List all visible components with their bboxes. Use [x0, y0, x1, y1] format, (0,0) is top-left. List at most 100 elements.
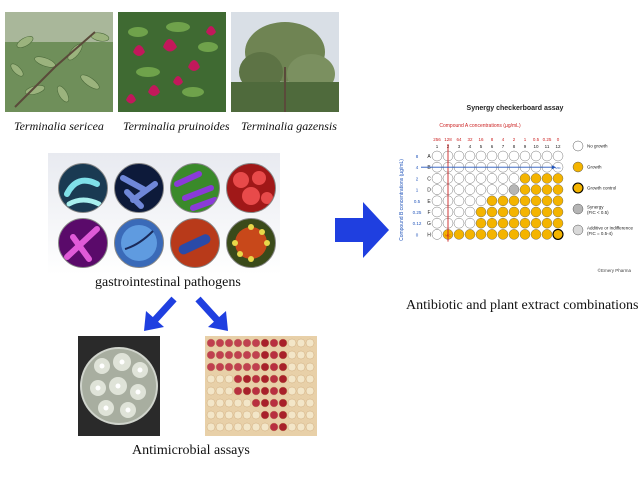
well	[519, 229, 531, 240]
column-number-label: 1	[436, 144, 439, 149]
well	[497, 195, 509, 207]
well	[508, 150, 520, 162]
y-concentration-label: 4	[416, 165, 419, 170]
x-concentration-label: 1	[524, 137, 527, 142]
well	[464, 173, 476, 184]
photo-terminalia-sericea	[5, 12, 113, 112]
well	[486, 229, 498, 240]
row-letter-label: A	[427, 154, 431, 160]
x-concentration-label: 256	[433, 137, 441, 142]
pathogen-image-1	[58, 163, 108, 213]
well	[497, 173, 509, 184]
well	[508, 184, 520, 195]
x-concentration-label: 0.25	[543, 137, 552, 142]
well	[541, 150, 553, 162]
y-concentration-label: 1	[416, 188, 419, 193]
well	[486, 173, 498, 184]
x-concentration-label: 32	[467, 137, 473, 142]
row-letter-label: F	[427, 210, 430, 216]
well	[508, 217, 520, 229]
well	[475, 229, 487, 240]
well	[486, 206, 498, 218]
well	[431, 184, 443, 195]
well	[552, 206, 564, 218]
caption-terminalia-pruinoides: Terminalia pruinoides	[123, 119, 230, 133]
well	[475, 195, 487, 207]
credit-label: ©Emery Pharma	[598, 267, 632, 273]
well	[497, 217, 509, 229]
y-concentration-label: 8	[416, 154, 419, 159]
y-axis-title: Compound B concentrations (µg/mL)	[399, 159, 405, 241]
x-concentration-label: 0	[557, 137, 560, 142]
well	[486, 184, 498, 195]
x-concentration-label: 8	[491, 137, 494, 142]
column-number-label: 10	[533, 144, 539, 149]
pathogen-image-4	[226, 163, 276, 213]
row-letter-label: D	[427, 188, 431, 194]
well	[497, 206, 509, 218]
well	[475, 173, 487, 184]
pathogen-image-5	[58, 218, 108, 268]
well	[541, 217, 553, 229]
legend-swatch	[572, 161, 584, 173]
legend-label: Additive or Indifference(FIC = 0.5-4)	[587, 226, 633, 237]
well	[464, 217, 476, 229]
well	[519, 195, 531, 207]
well	[497, 150, 509, 162]
well	[519, 173, 531, 184]
row-letter-label: G	[427, 221, 431, 227]
pathogen-image-2	[114, 163, 164, 213]
well	[530, 217, 542, 229]
column-number-label: 7	[502, 144, 505, 149]
well	[475, 184, 487, 195]
assays-label: Antimicrobial assays	[132, 443, 250, 458]
pathogen-image-7	[170, 218, 220, 268]
checkerboard-figure: Synergy checkerboard assay Compound A co…	[395, 100, 635, 280]
well	[464, 229, 476, 240]
legend-label: No growth	[587, 144, 608, 149]
column-number-label: 11	[545, 144, 550, 149]
legend-label: Growth control	[587, 186, 616, 191]
x-concentration-label: 16	[478, 137, 484, 142]
well	[453, 195, 465, 207]
combinations-label: Antibiotic and plant extract combination…	[406, 298, 639, 313]
well	[541, 229, 553, 240]
caption-terminalia-gazensis: Terminalia gazensis	[241, 119, 337, 133]
x-concentration-label: 2	[513, 137, 516, 142]
well	[464, 195, 476, 207]
well	[530, 150, 542, 162]
well	[453, 206, 465, 218]
well	[508, 206, 520, 218]
well	[464, 206, 476, 218]
well	[486, 195, 498, 207]
well	[508, 229, 520, 240]
checkerboard-title: Synergy checkerboard assay	[467, 105, 564, 112]
caption-terminalia-sericea: Terminalia sericea	[14, 119, 104, 133]
well	[431, 150, 443, 162]
well	[431, 229, 443, 240]
legend-swatch	[572, 182, 584, 194]
well	[530, 173, 542, 184]
column-number-label: 12	[555, 144, 561, 149]
x-concentration-label: 0.5	[533, 137, 540, 142]
y-concentration-label: 0.5	[414, 199, 421, 204]
column-number-label: 8	[513, 144, 516, 149]
row-letter-label: H	[427, 232, 431, 238]
well	[497, 184, 509, 195]
well	[541, 206, 553, 218]
well	[552, 228, 564, 240]
well	[530, 195, 542, 207]
photo-terminalia-pruinoides	[118, 12, 226, 112]
well	[519, 150, 531, 162]
column-number-label: 6	[491, 144, 494, 149]
microplate-photo	[205, 336, 317, 436]
legend-swatch	[572, 224, 584, 236]
well	[552, 150, 564, 162]
pathogens-label: gastrointestinal pathogens	[95, 275, 241, 290]
legend-label: Synergy(FIC < 0.5)	[587, 205, 609, 216]
well	[453, 150, 465, 162]
well	[431, 173, 443, 184]
well	[431, 217, 443, 229]
well	[552, 217, 564, 229]
y-concentration-label: 0.25	[413, 210, 422, 215]
